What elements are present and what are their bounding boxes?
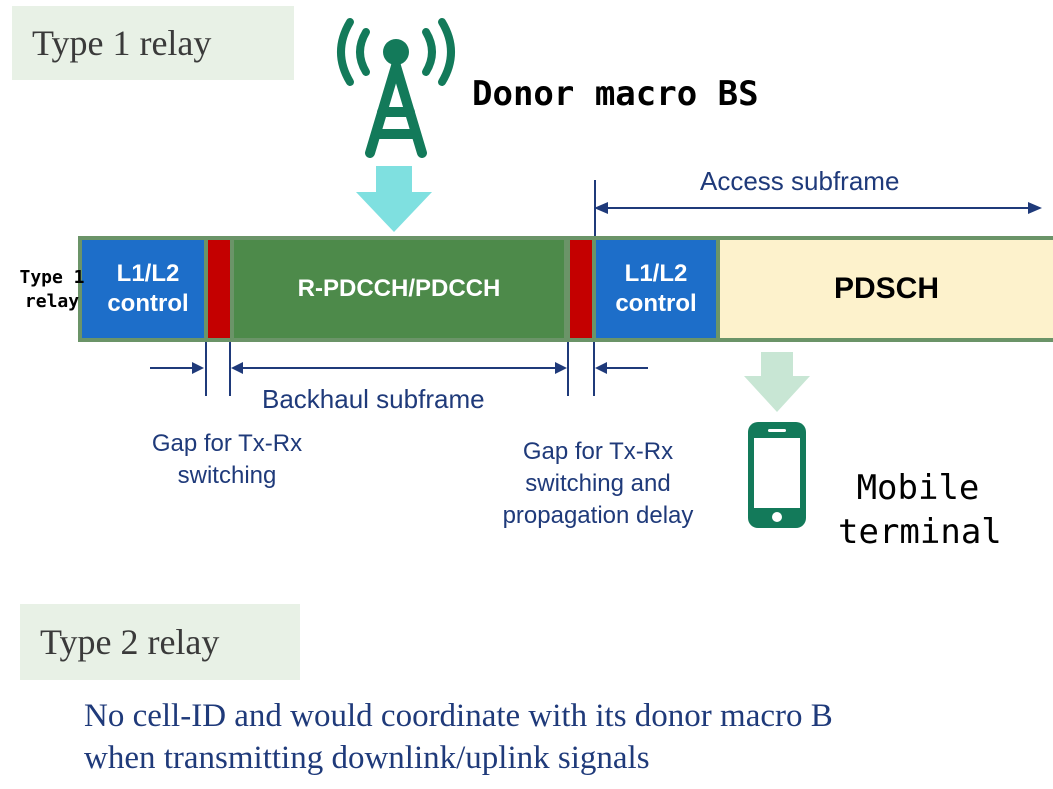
pdsch-label: PDSCH	[833, 272, 939, 305]
donor-bs-label: Donor macro BS	[472, 74, 759, 114]
gap2-marker-left	[567, 342, 569, 396]
l1l2-control-segment-1: L1/L2 control	[82, 240, 204, 338]
gap2-label: Gap for Tx-Rx switching and propagation …	[502, 438, 694, 529]
gap-segment-1	[208, 240, 230, 338]
type2-description-line2: when transmitting downlink/uplink signal…	[84, 740, 650, 776]
gap2-marker-right	[593, 342, 595, 396]
antenna-icon	[337, 18, 455, 158]
subframe-row: L1/L2 control R-PDCCH/PDCCH L1/L2 contro…	[78, 236, 1053, 342]
access-subframe-arrow	[594, 202, 1042, 214]
l1l2-control-label-2: L1/L2 control	[615, 260, 697, 317]
downlink-arrow	[356, 166, 432, 232]
type1-heading-text: Type 1 relay	[32, 23, 212, 63]
type1-row-label: Type 1 relay	[19, 267, 85, 313]
rpdcch-segment: R-PDCCH/PDCCH	[234, 240, 564, 338]
gap1-label: Gap for Tx-Rx switching	[151, 430, 303, 489]
type2-description-line1: No cell-ID and would coordinate with its…	[84, 698, 833, 734]
backhaul-subframe-label: Backhaul subframe	[262, 384, 485, 414]
l1l2-control-label-1: L1/L2 control	[107, 260, 189, 317]
type2-heading-text: Type 2 relay	[40, 622, 220, 662]
gap1-marker-right	[229, 342, 231, 396]
pdsch-segment: PDSCH	[720, 240, 1053, 338]
l1l2-control-segment-2: L1/L2 control	[596, 240, 716, 338]
gap-segment-2	[570, 240, 592, 338]
gap-arrows	[150, 362, 648, 374]
type1-heading: Type 1 relay	[12, 6, 294, 80]
gap1-marker-left	[205, 342, 207, 396]
access-subframe-label: Access subframe	[700, 166, 900, 196]
rpdcch-label: R-PDCCH/PDCCH	[297, 275, 501, 302]
type2-heading: Type 2 relay	[20, 604, 300, 680]
mobile-down-arrow	[744, 352, 810, 412]
mobile-terminal-label: Mobile terminal	[838, 468, 1002, 553]
mobile-phone-icon	[748, 422, 806, 528]
